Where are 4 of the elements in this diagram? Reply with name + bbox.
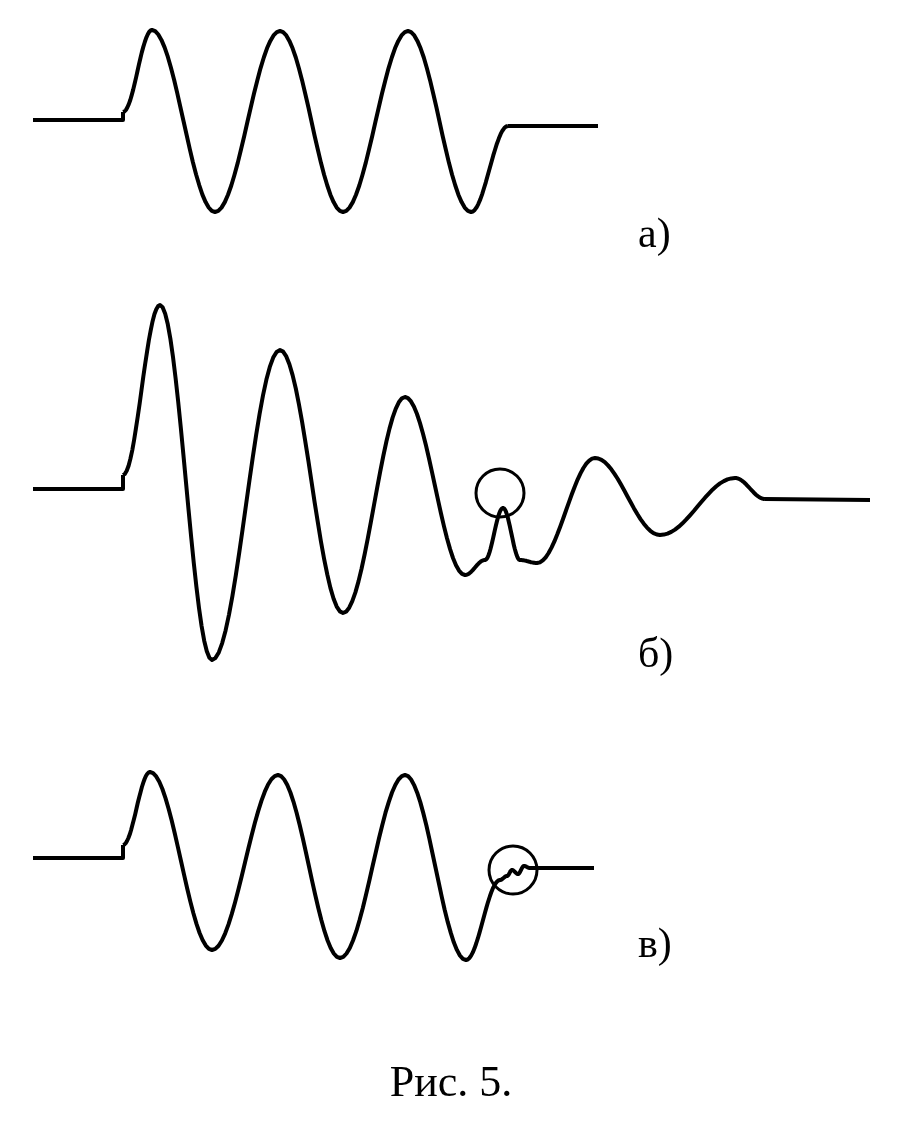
- panel-label: а): [638, 212, 671, 254]
- panel-label: в): [638, 922, 672, 964]
- panel-label: б): [638, 632, 674, 674]
- figure-caption: Рис. 5.: [388, 1060, 514, 1104]
